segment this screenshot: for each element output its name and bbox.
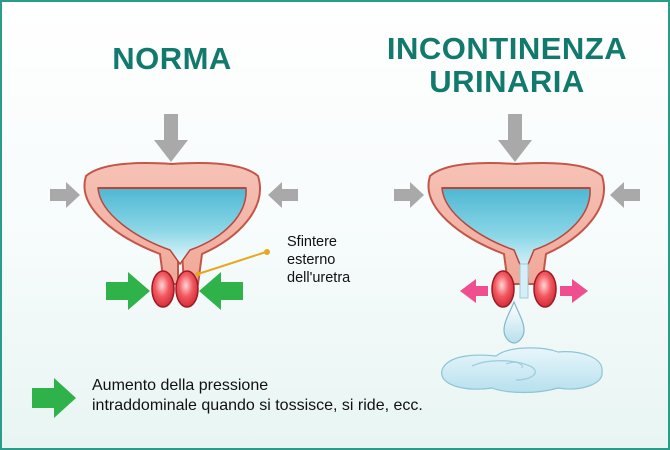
annotation-dot-end bbox=[264, 249, 270, 255]
pink-arrow-left-incontinence bbox=[460, 279, 488, 303]
title-incontinenza: INCONTINENZA URINARIA bbox=[367, 32, 647, 99]
green-arrow-right-normal bbox=[199, 272, 243, 310]
legend-text: Aumento della pressione intraddominale q… bbox=[92, 376, 423, 415]
pressure-arrow-right-incontinence bbox=[610, 182, 640, 208]
pressure-arrow-top-incontinence bbox=[498, 114, 532, 162]
pink-arrow-right-incontinence bbox=[560, 279, 588, 303]
pressure-arrow-right-normal bbox=[268, 182, 298, 208]
title-norma: NORMA bbox=[112, 41, 232, 76]
legend-line2: intraddominale quando si tossisce, si ri… bbox=[92, 396, 423, 414]
title-incontinenza-line1: INCONTINENZA bbox=[386, 31, 628, 66]
sphincter-left-incontinence bbox=[491, 270, 515, 308]
green-right-arrow-icon bbox=[32, 378, 76, 418]
pressure-arrow-left-incontinence bbox=[394, 182, 424, 208]
sphincter-annotation-line1: Sfintere bbox=[287, 234, 337, 250]
urine-normal bbox=[97, 187, 247, 266]
sphincter-annotation: Sfintere esterno dell'uretra bbox=[287, 234, 350, 288]
annotation-dot-start bbox=[195, 271, 201, 277]
sphincter-right-incontinence bbox=[533, 270, 557, 308]
sphincter-annotation-line2: esterno bbox=[287, 251, 336, 268]
urine-drop bbox=[503, 300, 525, 344]
bladder-incontinence bbox=[394, 114, 640, 394]
pressure-arrow-left-normal bbox=[50, 182, 80, 208]
sphincter-left-normal bbox=[151, 270, 175, 308]
legend-line1: Aumento della pressione bbox=[92, 377, 269, 394]
pressure-arrow-top-normal bbox=[154, 114, 188, 162]
sphincter-annotation-line3: dell'uretra bbox=[287, 269, 351, 286]
sphincter-right-normal bbox=[175, 270, 199, 308]
green-arrow-left-normal bbox=[106, 272, 150, 310]
urine-puddle bbox=[441, 347, 603, 394]
annotation-leader-line bbox=[197, 251, 267, 275]
bladder-normal bbox=[50, 114, 298, 310]
title-incontinenza-line2: URINARIA bbox=[429, 64, 585, 100]
